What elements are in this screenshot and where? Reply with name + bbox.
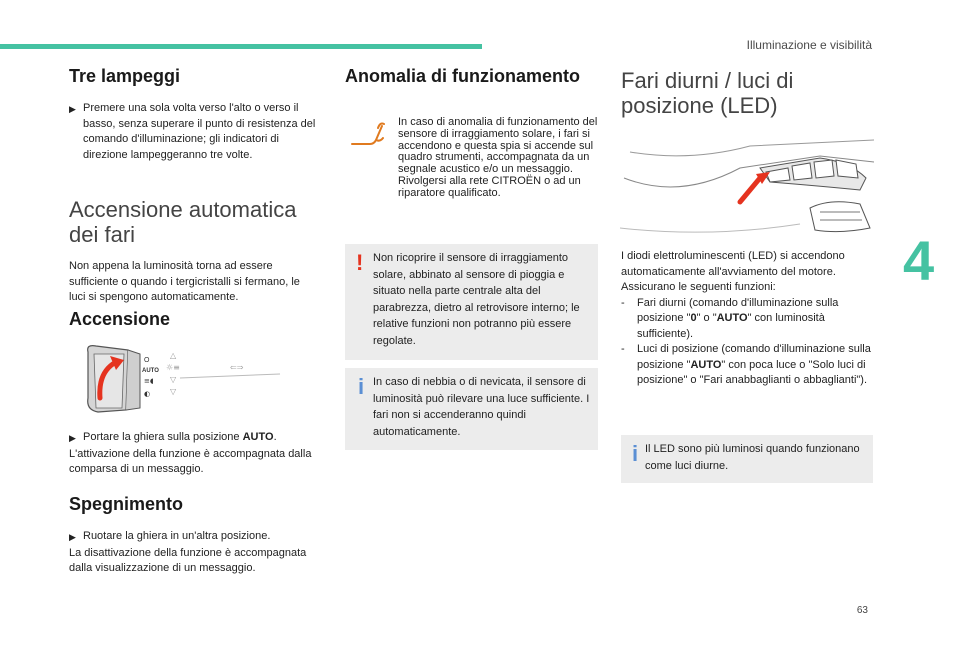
stalk-label-auto: AUTO	[142, 368, 159, 374]
lighting-stalk-illustration: O AUTO ≡◖ ◐ △ ☼≡ ▽ ▽ ⇐⇒	[87, 345, 281, 413]
info-icon: i	[632, 441, 639, 466]
led-headlight-illustration	[620, 139, 874, 233]
svg-text:⇐⇒: ⇐⇒	[230, 363, 244, 372]
chapter-number: 4	[903, 229, 935, 292]
svg-text:◐: ◐	[144, 390, 150, 398]
fari-diurni-intro2: Assicurano le seguenti funzioni:	[621, 281, 776, 293]
svg-text:▽: ▽	[170, 375, 177, 384]
tre-lampeggi-section: Tre lampeggi ▶ Premere una sola volta ve…	[69, 66, 324, 163]
svg-text:△: △	[170, 351, 177, 360]
spegnimento-text: La disattivazione della funzione è accom…	[69, 546, 307, 575]
info-text-fog: In caso di nebbia o di nevicata, il sens…	[373, 376, 590, 438]
spegnimento-title: Spegnimento	[69, 494, 184, 514]
accensione-bullet: ▶ Portare la ghiera sulla posizione AUTO…	[69, 430, 324, 447]
tre-lampeggi-title: Tre lampeggi	[69, 66, 181, 86]
spegnimento-section: Spegnimento ▶ Ruotare la ghiera in un'al…	[69, 494, 324, 577]
fari-diurni-body: I diodi elettroluminescenti (LED) si acc…	[621, 249, 877, 389]
svg-text:▽: ▽	[170, 387, 177, 396]
bullet-arrow-icon: ▶	[69, 104, 76, 114]
bullet-arrow-icon: ▶	[69, 433, 76, 443]
stalk-label-o: O	[144, 357, 150, 364]
svg-text:☼≡: ☼≡	[166, 363, 180, 372]
accensione-instructions: ▶ Portare la ghiera sulla posizione AUTO…	[69, 430, 324, 478]
accensione-title: Accensione	[69, 309, 171, 329]
header-accent-bar	[0, 44, 482, 49]
bullet-arrow-icon: ▶	[69, 532, 76, 542]
accensione-section: Accensione	[69, 309, 170, 330]
info-icon: i	[358, 374, 365, 399]
fari-diurni-item-1: - Fari diurni (comando d'illuminazione s…	[621, 296, 839, 340]
caution-box: ! Non ricoprire il sensore di irraggiame…	[345, 244, 598, 360]
fari-diurni-item-2: - Luci di posizione (comando d'illuminaz…	[621, 343, 871, 386]
svg-text:≡◖: ≡◖	[144, 377, 154, 385]
anomalia-section: Anomalia di funzionamento	[345, 66, 580, 87]
info-text-led: Il LED sono più luminosi quando funziona…	[645, 443, 860, 472]
section-title: Illuminazione e visibilità	[746, 38, 872, 52]
caution-text: Non ricoprire il sensore di irraggiament…	[373, 252, 580, 347]
info-box-led: i Il LED sono più luminosi quando funzio…	[621, 435, 873, 483]
accensione-automatica-text: Non appena la luminosità torna ad essere…	[69, 260, 300, 303]
info-box-fog: i In caso di nebbia o di nevicata, il se…	[345, 368, 598, 450]
wrench-warning-icon	[351, 122, 385, 145]
page-number: 63	[856, 605, 868, 616]
anomalia-title: Anomalia di funzionamento	[345, 66, 581, 86]
exclamation-icon: !	[356, 250, 364, 275]
anomalia-warning-text: In caso di anomalia di funzionamento del…	[398, 116, 598, 199]
tre-lampeggi-bullet: ▶ Premere una sola volta verso l'alto o …	[69, 101, 324, 163]
spegnimento-bullet: ▶ Ruotare la ghiera in un'altra posizion…	[69, 529, 324, 546]
fari-diurni-intro: I diodi elettroluminescenti (LED) si acc…	[621, 250, 845, 278]
accensione-text: L'attivazione della funzione è accompagn…	[69, 447, 312, 476]
